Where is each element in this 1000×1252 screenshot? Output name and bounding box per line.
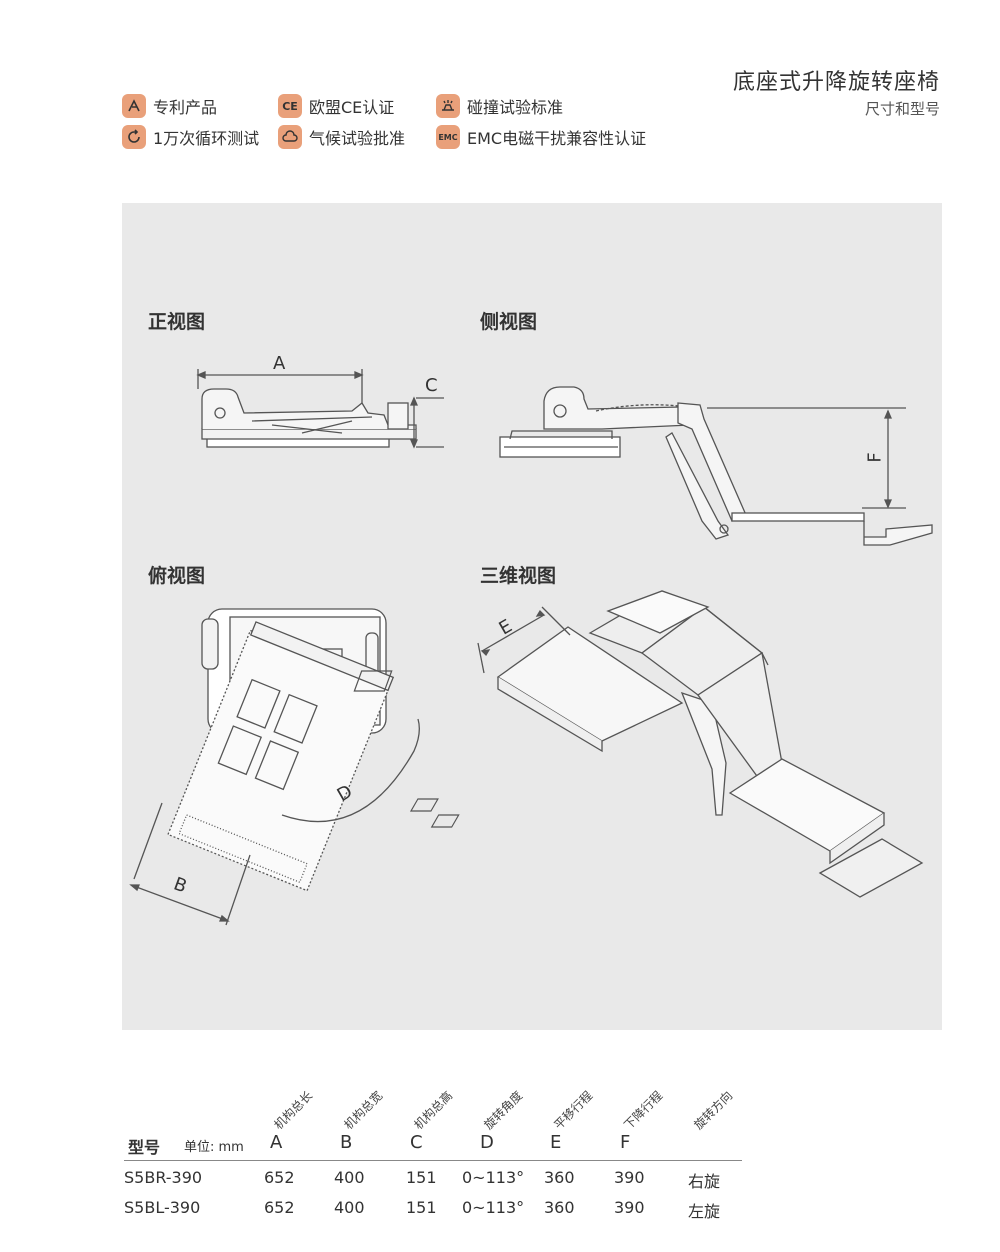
technical-drawings	[129, 369, 933, 926]
dimension-label-f: F	[864, 452, 886, 463]
unit-label: 单位: mm	[184, 1140, 244, 1155]
view-label-3d: 三维视图	[480, 565, 557, 587]
column-desc: 机构总宽	[341, 1088, 386, 1133]
row-value: 400	[334, 1168, 365, 1187]
row-value: 左旋	[688, 1202, 721, 1221]
3d-view-drawing	[353, 590, 924, 898]
badge-emc: EMC EMC电磁干扰兼容性认证	[436, 125, 646, 149]
badge-label: 专利产品	[153, 98, 218, 117]
patent-icon	[122, 94, 146, 118]
badge-cycle: 1万次循环测试	[122, 125, 259, 149]
row-value: 0~113°	[462, 1168, 525, 1187]
badge-label: 欧盟CE认证	[309, 98, 395, 117]
column-desc: 平移行程	[551, 1088, 596, 1133]
emc-icon: EMC	[436, 125, 460, 149]
row-value: 0~113°	[462, 1198, 525, 1217]
cloud-icon	[278, 125, 302, 149]
column-desc: 下降行程	[621, 1088, 666, 1133]
top-view-drawing	[129, 608, 420, 926]
certification-badges: 专利产品 CE 欧盟CE认证 碰撞试验标准 1万次循环测试 气候试验批准 EMC…	[122, 94, 722, 156]
row-model: S5BL-390	[124, 1198, 201, 1217]
badge-label: EMC电磁干扰兼容性认证	[467, 129, 647, 148]
dimension-label-a: A	[273, 353, 286, 374]
view-label-side: 侧视图	[480, 311, 538, 333]
table-divider	[124, 1160, 742, 1161]
badge-label: 碰撞试验标准	[467, 98, 564, 117]
front-view-drawing	[196, 369, 444, 449]
row-value: 652	[264, 1198, 295, 1217]
badge-crash-test: 碰撞试验标准	[436, 94, 563, 118]
header-subtitle: 尺寸和型号	[864, 100, 940, 118]
column-desc: 旋转角度	[481, 1088, 526, 1133]
row-value: 151	[406, 1198, 437, 1217]
column-code: E	[550, 1132, 562, 1153]
view-label-front: 正视图	[148, 311, 206, 333]
column-code: B	[340, 1132, 353, 1153]
row-value: 360	[544, 1198, 575, 1217]
crash-test-icon	[436, 94, 460, 118]
row-value: 652	[264, 1168, 295, 1187]
badge-ce: CE 欧盟CE认证	[278, 94, 394, 118]
column-code: A	[270, 1132, 283, 1153]
row-model: S5BR-390	[124, 1168, 203, 1187]
row-value: 390	[614, 1198, 645, 1217]
cycle-icon	[122, 125, 146, 149]
row-value: 360	[544, 1168, 575, 1187]
side-view-drawing	[499, 386, 933, 546]
ce-icon: CE	[278, 94, 302, 118]
column-desc: 机构总高	[411, 1088, 456, 1133]
row-value: 151	[406, 1168, 437, 1187]
badge-climate: 气候试验批准	[278, 125, 405, 149]
spec-table: 机构总长 机构总宽 机构总高 旋转角度 平移行程 下降行程 旋转方向 型号 单位…	[124, 1080, 764, 1230]
row-value: 400	[334, 1198, 365, 1217]
column-code: F	[620, 1132, 631, 1153]
drawing-panel: 正视图 侧视图 俯视图 三维视图	[122, 203, 942, 1030]
column-code: C	[410, 1132, 423, 1153]
badge-patent: 专利产品	[122, 94, 217, 118]
row-value: 390	[614, 1168, 645, 1187]
view-label-top: 俯视图	[148, 565, 206, 587]
column-code: D	[480, 1132, 494, 1153]
badge-label: 气候试验批准	[309, 129, 406, 148]
badge-label: 1万次循环测试	[153, 129, 260, 148]
dimension-label-c: C	[425, 375, 438, 396]
row-value: 右旋	[688, 1172, 721, 1191]
model-header: 型号	[128, 1138, 161, 1157]
column-desc: 旋转方向	[691, 1088, 736, 1133]
column-desc: 机构总长	[271, 1088, 316, 1133]
header-title: 底座式升降旋转座椅	[732, 70, 940, 95]
